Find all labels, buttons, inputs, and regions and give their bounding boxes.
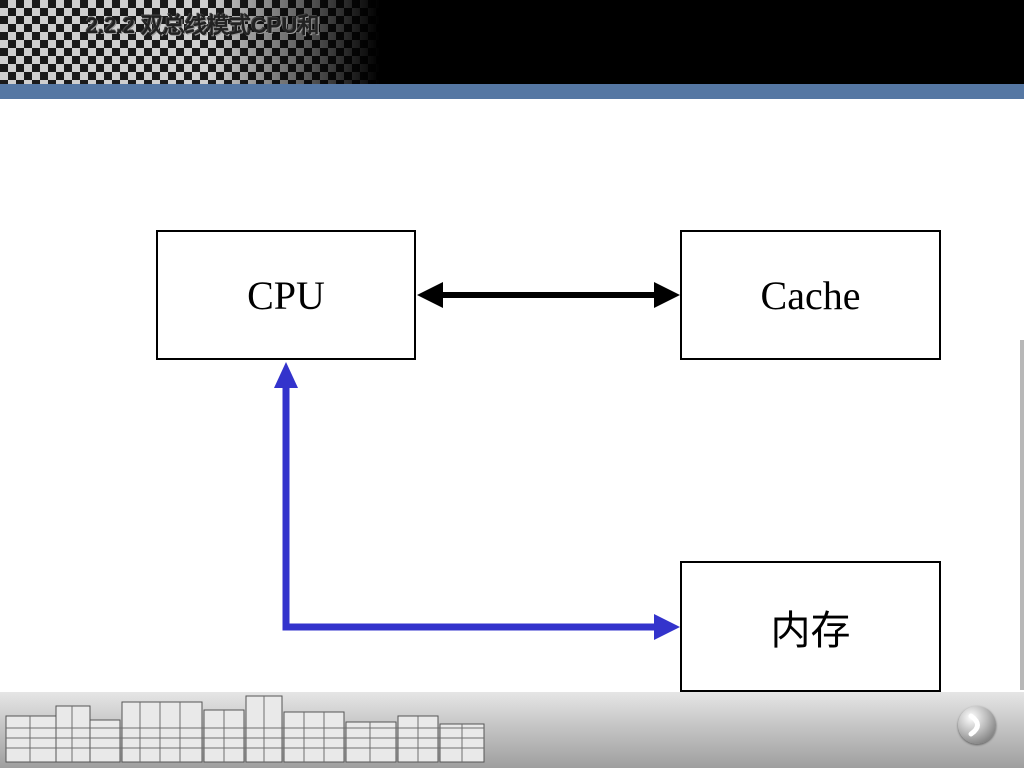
memory-label: 内存: [770, 607, 851, 653]
cpu-cache-arrowhead-left: [417, 282, 443, 308]
cpu-label: CPU: [247, 272, 325, 318]
cpu-memory-line: [282, 384, 660, 631]
next-slide-button[interactable]: [958, 706, 996, 744]
memory-box: 内存: [680, 561, 941, 692]
checker-pattern: [0, 0, 380, 84]
next-arrow-icon: [968, 713, 980, 737]
cpu-memory-arrowhead-up: [274, 362, 298, 388]
slide-header: 2.2.2 双总线模式CPU和: [0, 0, 1024, 84]
slide-title: 2.2.2 双总线模式CPU和: [86, 13, 320, 38]
header-divider-bar: [0, 84, 1024, 99]
campus-buildings-image: [5, 695, 485, 763]
slide-footer: [0, 692, 1024, 768]
right-edge-strip: [1020, 340, 1024, 690]
cpu-box: CPU: [156, 230, 416, 360]
cpu-cache-arrowhead-right: [654, 282, 680, 308]
cpu-cache-connector: [417, 282, 680, 308]
cache-box: Cache: [680, 230, 941, 360]
cpu-memory-connector: [274, 362, 680, 640]
cpu-memory-arrowhead-right: [654, 614, 680, 640]
cache-label: Cache: [760, 272, 861, 318]
